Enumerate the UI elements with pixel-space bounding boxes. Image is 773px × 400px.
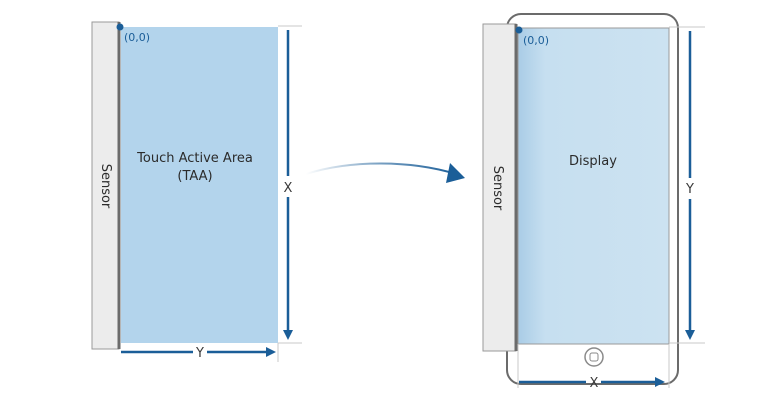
touch-active-area	[121, 27, 278, 343]
right-horizontal-axis-label: X	[590, 376, 599, 391]
right-origin-label: (0,0)	[523, 34, 549, 47]
right-sensor-strip	[482, 23, 517, 352]
right-vertical-axis-label: Y	[685, 182, 694, 197]
left-vertical-axis-arrowhead	[283, 330, 293, 340]
left-origin-label: (0,0)	[124, 31, 150, 44]
transform-arrow-curve	[305, 162, 457, 175]
touch-area-label-line2: (TAA)	[177, 169, 212, 184]
home-button-inner	[589, 352, 599, 362]
left-origin-dot	[116, 23, 124, 31]
left-horizontal-axis-arrowhead	[266, 347, 276, 357]
left-panel: Sensor Touch Active Area (TAA) (0,0) X Y	[91, 21, 302, 362]
touch-area-label-line1: Touch Active Area	[136, 151, 253, 166]
left-sensor-strip	[91, 21, 120, 350]
transform-arrow-head	[446, 163, 465, 183]
right-horizontal-axis-arrowhead	[655, 377, 665, 387]
display-area	[517, 27, 670, 345]
left-horizontal-axis-label: Y	[195, 346, 204, 361]
home-button	[584, 347, 604, 367]
right-origin-dot	[515, 26, 523, 34]
left-sensor-label: Sensor	[98, 164, 113, 209]
left-vertical-axis-label: X	[284, 181, 293, 196]
transform-arrow	[305, 162, 465, 183]
right-sensor-label: Sensor	[490, 166, 505, 211]
right-vertical-axis-arrowhead	[685, 330, 695, 340]
display-label: Display	[569, 154, 617, 169]
right-panel: Sensor Display (0,0) Y X	[482, 13, 705, 391]
